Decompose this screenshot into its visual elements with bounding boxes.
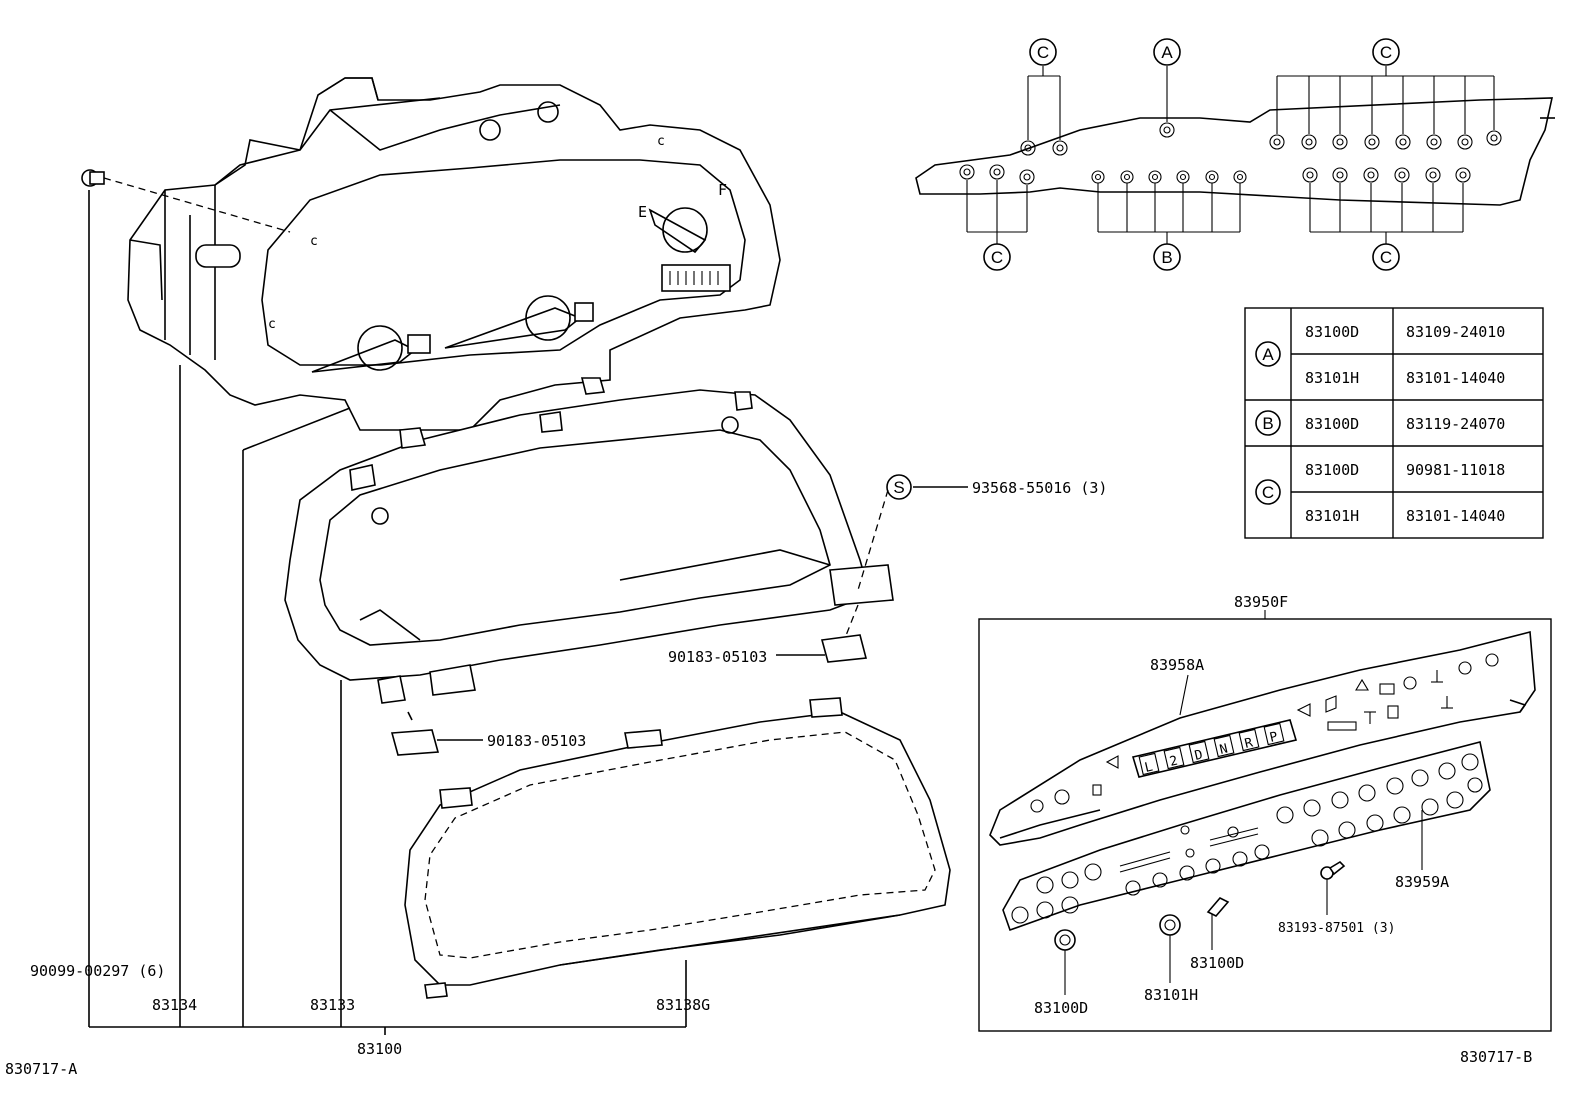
legend-cell: 83101H	[1305, 369, 1359, 387]
screw-90099	[81, 169, 291, 233]
callout-c-bottom-right: C	[1372, 243, 1400, 271]
svg-text:c: c	[657, 134, 665, 149]
bulb-83100d-right	[1206, 897, 1230, 950]
clip-90183-right	[820, 489, 889, 663]
ref-code-left: 830717-A	[5, 1060, 77, 1078]
indicator-plate-box	[978, 610, 1552, 1032]
legend-key-b: B	[1255, 410, 1281, 436]
shift-r: R	[1243, 735, 1254, 751]
svg-text:A: A	[1262, 345, 1274, 364]
callout-a: A	[1153, 38, 1181, 66]
label-90183-lower: 90183-05103	[487, 732, 586, 750]
indicator-plate-83958a: L 2 D N R P	[989, 630, 1536, 846]
circuit-board	[915, 97, 1555, 206]
svg-text:C: C	[1380, 248, 1392, 267]
svg-text:C: C	[1262, 483, 1274, 502]
label-90183-right: 90183-05103	[668, 648, 767, 666]
legend-cell: 83100D	[1305, 461, 1359, 479]
socket-brackets	[966, 66, 1495, 244]
socket-83100d-left	[1054, 929, 1076, 995]
leader-83958a	[1179, 674, 1189, 716]
label-90099: 90099-00297 (6)	[30, 962, 165, 980]
svg-text:B: B	[1161, 248, 1172, 267]
legend-key-c: C	[1255, 479, 1281, 505]
label-83100: 83100	[357, 1040, 402, 1058]
shift-l: L	[1143, 759, 1154, 775]
clip-90183-lower	[390, 711, 440, 756]
svg-text:A: A	[1161, 43, 1173, 62]
label-83959a: 83959A	[1395, 873, 1449, 891]
gauge-mark-f: F	[718, 181, 727, 199]
callout-c-bottom-left: C	[983, 243, 1011, 271]
legend-cell: 90981-11018	[1406, 461, 1505, 479]
callout-s: S	[886, 474, 912, 500]
svg-text:S: S	[893, 478, 904, 497]
label-83138g: 83138G	[656, 996, 710, 1014]
socket-83101h	[1159, 914, 1181, 983]
gauge-mark-e: E	[638, 203, 647, 221]
ref-code-right: 830717-B	[1460, 1048, 1532, 1066]
screw-83193	[1320, 860, 1346, 915]
legend-cell: 83101H	[1305, 507, 1359, 525]
label-83950f: 83950F	[1234, 593, 1288, 611]
svg-text:C: C	[1380, 43, 1392, 62]
meter-housing: E F c c c	[127, 77, 781, 431]
label-83134: 83134	[152, 996, 197, 1014]
legend-cell: 83101-14040	[1406, 507, 1505, 525]
label-83101h: 83101H	[1144, 986, 1198, 1004]
legend-cell: 83100D	[1305, 415, 1359, 433]
circuit-plate-83959a	[1002, 741, 1491, 932]
plate-holes	[1011, 753, 1483, 924]
svg-text:B: B	[1262, 414, 1273, 433]
shift-p: P	[1268, 729, 1279, 745]
label-83193: 83193-87501 (3)	[1278, 921, 1395, 936]
svg-text:C: C	[1037, 43, 1049, 62]
callout-c-top-left: C	[1029, 38, 1057, 66]
legend-cell: 83101-14040	[1406, 369, 1505, 387]
meter-hood	[284, 377, 894, 704]
label-83133: 83133	[310, 996, 355, 1014]
leader-lines-left	[88, 190, 968, 1035]
label-83100d-left: 83100D	[1034, 999, 1088, 1017]
label-93568: 93568-55016 (3)	[972, 479, 1107, 497]
callout-b: B	[1153, 243, 1181, 271]
label-83100d-right: 83100D	[1190, 954, 1244, 972]
legend-table: A B C 83100D 83109-24010 83101H 83101-14…	[1244, 307, 1544, 539]
legend-cell: 83119-24070	[1406, 415, 1505, 433]
shift-indicator: L 2 D N R P	[1131, 719, 1298, 778]
svg-text:C: C	[991, 248, 1003, 267]
shift-n: N	[1218, 741, 1229, 757]
legend-cell: 83100D	[1305, 323, 1359, 341]
legend-cell: 83109-24010	[1406, 323, 1505, 341]
legend-key-a: A	[1255, 341, 1281, 367]
label-83958a: 83958A	[1150, 656, 1204, 674]
callout-c-top-right: C	[1372, 38, 1400, 66]
pcb-sockets	[959, 122, 1502, 185]
svg-text:c: c	[310, 234, 318, 249]
meter-glass	[404, 697, 951, 999]
shift-2: 2	[1168, 753, 1179, 769]
svg-text:c: c	[268, 317, 276, 332]
warning-icons	[1030, 653, 1499, 813]
shift-d: D	[1193, 747, 1204, 763]
